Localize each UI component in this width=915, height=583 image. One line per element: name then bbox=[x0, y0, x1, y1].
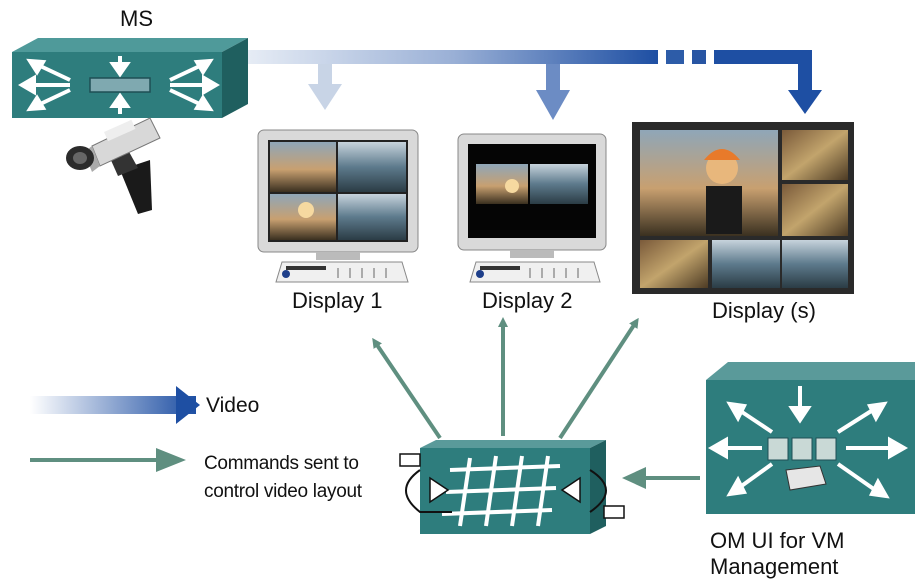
display2-keyboard-icon bbox=[469, 261, 601, 283]
video-wall-icon bbox=[632, 122, 854, 294]
legend-video-label: Video bbox=[206, 394, 260, 417]
legend-commands-arrow bbox=[30, 448, 186, 472]
matrix-switch-icon bbox=[399, 440, 625, 534]
display2-label: Display 2 bbox=[482, 288, 573, 313]
display1-monitor-icon bbox=[257, 129, 419, 260]
legend-video-arrow bbox=[30, 386, 200, 424]
om-to-switch-arrow bbox=[622, 467, 700, 489]
camera-icon bbox=[66, 117, 161, 214]
display1-label: Display 1 bbox=[292, 288, 383, 313]
video-distribution-arrows bbox=[248, 50, 822, 120]
command-arrows bbox=[372, 317, 639, 440]
display1-keyboard-icon bbox=[275, 261, 409, 283]
display3-label: Display (s) bbox=[712, 298, 816, 323]
legend-commands-label: Commands sent to control video layout bbox=[204, 453, 362, 502]
display2-monitor-icon bbox=[457, 133, 607, 258]
ms-label: MS bbox=[120, 6, 153, 31]
om-ui-label: OM UI for VM Management bbox=[710, 528, 845, 579]
om-router-icon bbox=[706, 362, 915, 514]
ms-router-icon bbox=[12, 38, 248, 118]
